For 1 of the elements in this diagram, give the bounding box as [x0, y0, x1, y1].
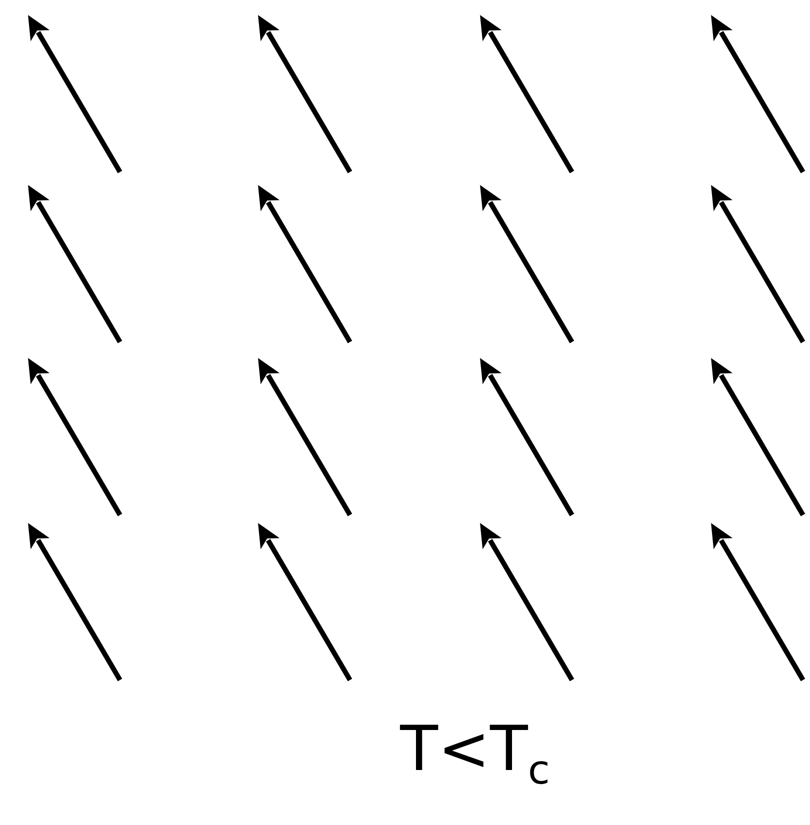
temperature-label: T<T$_{c}$ [399, 712, 551, 794]
